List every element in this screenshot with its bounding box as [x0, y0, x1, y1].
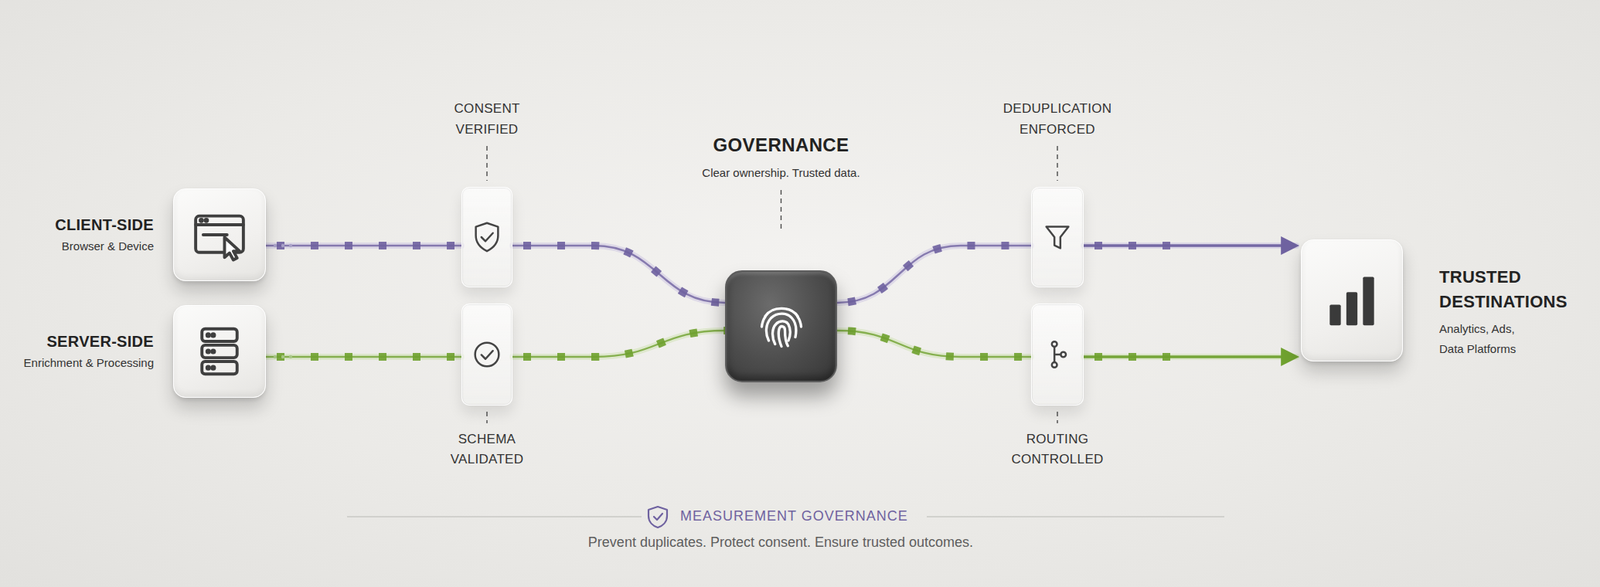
connector-stroke — [1083, 242, 1297, 249]
destination-box: TRUSTED DESTINATIONSAnalytics, Ads, Data… — [1300, 239, 1403, 362]
connector-stroke — [837, 330, 1032, 358]
data-flow-connector — [837, 330, 1032, 358]
connector-stroke — [265, 242, 462, 249]
branch-icon — [1039, 337, 1076, 373]
data-flow-connector — [1083, 245, 1297, 247]
connector-stroke — [1083, 244, 1297, 247]
side-label: SERVER-SIDE Enrichment & Processing — [23, 331, 154, 373]
node-heading: CLIENT-SIDE — [54, 214, 154, 235]
connector-stroke — [512, 330, 726, 358]
data-flow-connector — [512, 245, 726, 303]
connector-stroke — [512, 245, 726, 303]
connector-stroke — [1083, 354, 1297, 361]
check-panel: ROUTING CONTROLLED — [1031, 303, 1084, 406]
node-subtitle: Browser & Device — [54, 238, 154, 256]
connector-stroke — [837, 245, 1032, 303]
check-icon — [469, 337, 505, 373]
check-panel: CONSENT VERIFIED — [461, 187, 513, 288]
caption: Prevent duplicates. Protect consent. Ens… — [0, 534, 1581, 552]
node-heading: GOVERNANCE — [701, 132, 860, 157]
connector-stroke — [837, 330, 1032, 358]
data-flow-connector — [1083, 357, 1297, 358]
check-label-text: SCHEMA VALIDATED — [450, 429, 525, 471]
shield-icon — [469, 219, 505, 256]
connector-stroke — [265, 354, 462, 361]
node-subtitle: Analytics, Ads, Data Platforms — [1439, 319, 1540, 361]
governance-block: GOVERNANCEClear ownership. Trusted data. — [725, 270, 838, 383]
leader-line — [1056, 146, 1058, 181]
node-subtitle: Clear ownership. Trusted data. — [701, 164, 860, 181]
check-label: CONSENT VERIFIED — [454, 98, 521, 140]
leader-line — [486, 411, 487, 424]
footer-shield-icon — [648, 507, 668, 528]
footer-label: MEASUREMENT GOVERNANCE — [680, 508, 909, 525]
connector-stroke — [1083, 355, 1297, 358]
check-label-text: CONSENT VERIFIED — [454, 98, 521, 140]
connector-stroke — [837, 330, 1032, 358]
start-dots — [273, 244, 293, 248]
source-box: CLIENT-SIDEBrowser & Device — [173, 188, 266, 282]
leader-line — [1056, 411, 1058, 424]
data-flow-connector — [837, 245, 1032, 303]
connector-stroke — [512, 330, 726, 358]
connector-stroke — [837, 245, 1032, 303]
funnel-icon — [1039, 219, 1076, 256]
source-box: SERVER-SIDEEnrichment & Processing — [173, 305, 266, 399]
footer-rule — [347, 516, 642, 518]
side-label: CLIENT-SIDE Browser & Device — [54, 214, 154, 256]
node-heading: SERVER-SIDE — [23, 331, 154, 352]
leader-line — [486, 146, 487, 181]
governance-label: GOVERNANCE Clear ownership. Trusted data. — [701, 132, 860, 181]
check-panel: SCHEMA VALIDATED — [461, 303, 513, 406]
data-flow-connector — [512, 330, 726, 358]
check-panel: DEDUPLICATION ENFORCED — [1031, 187, 1084, 288]
connector-stroke — [265, 356, 462, 358]
connector-stroke — [1083, 241, 1297, 250]
connector-stroke — [512, 245, 726, 303]
connector-stroke — [265, 353, 462, 361]
node-subtitle: Enrichment & Processing — [23, 354, 154, 373]
connector-stroke — [512, 245, 726, 303]
connector-stroke — [1083, 353, 1297, 361]
check-label: ROUTING CONTROLLED — [1011, 429, 1103, 471]
check-label: DEDUPLICATION ENFORCED — [1003, 98, 1113, 140]
check-label: SCHEMA VALIDATED — [450, 429, 525, 471]
start-dots — [273, 355, 293, 359]
connector-stroke — [837, 245, 1032, 303]
data-flow-connector — [265, 245, 462, 247]
check-label-text: ROUTING CONTROLLED — [1011, 429, 1103, 471]
browser-icon — [189, 204, 250, 266]
check-label-text: DEDUPLICATION ENFORCED — [1003, 98, 1113, 140]
connector-stroke — [512, 330, 726, 358]
node-heading: TRUSTED DESTINATIONS — [1439, 265, 1568, 315]
data-flow-connector — [265, 357, 462, 358]
connector-stroke — [265, 245, 462, 247]
footer-rule — [926, 516, 1225, 518]
bars-icon — [1318, 267, 1386, 334]
connector-stroke — [265, 241, 462, 250]
server-icon — [189, 321, 250, 382]
side-label: TRUSTED DESTINATIONSAnalytics, Ads, Data… — [1439, 265, 1568, 360]
leader-line — [780, 190, 782, 229]
finger-icon — [753, 299, 810, 355]
